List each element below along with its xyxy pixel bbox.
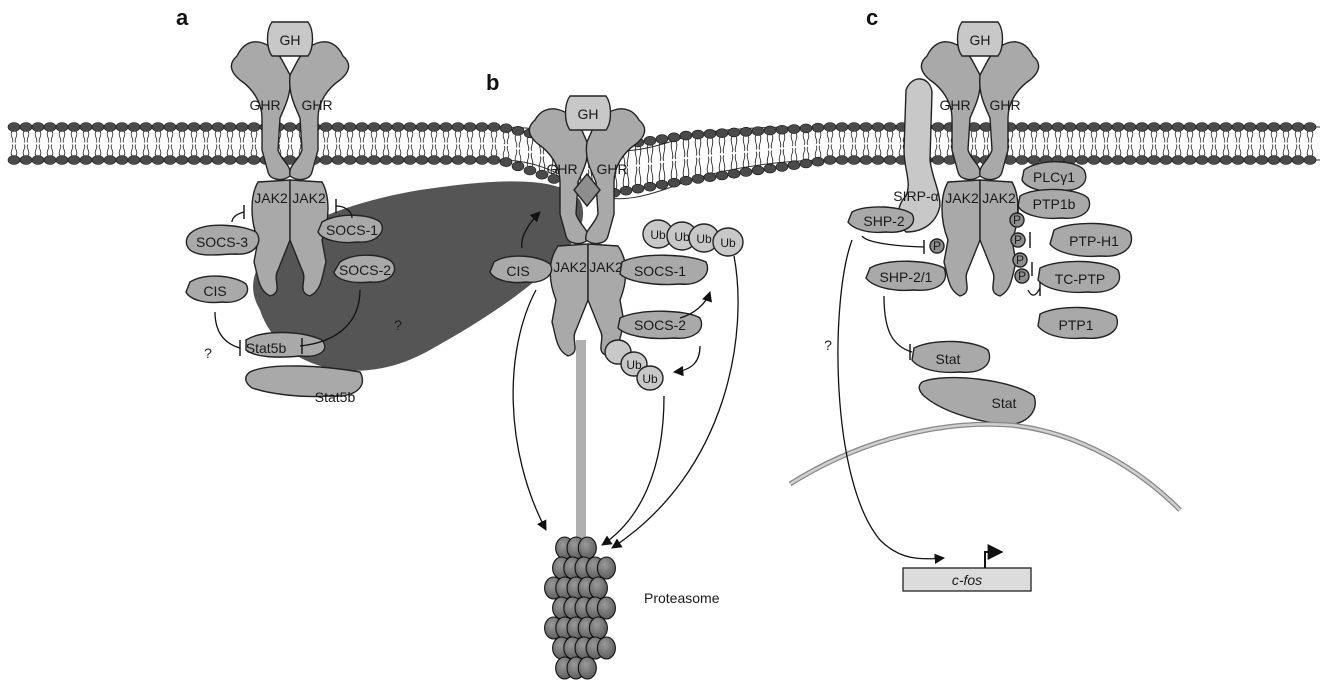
ghr-right-c-label: GHR: [989, 97, 1020, 113]
ub-1: Ub: [650, 228, 666, 242]
jak2-left-a-label: JAK2: [254, 190, 288, 206]
ghr-right-a-label: GHR: [301, 97, 332, 113]
ub-2: Ub: [674, 230, 690, 244]
gh-a-label: GH: [280, 32, 301, 48]
panel-a-label: a: [176, 5, 189, 30]
socs1-a-label: SOCS-1: [326, 222, 378, 238]
socs1-b-label: SOCS-1: [634, 263, 686, 279]
p-3: P: [1014, 233, 1022, 247]
cis-b-label: CIS: [506, 263, 529, 279]
ub-6: Ub: [642, 372, 658, 386]
stat-top-c-label: Stat: [936, 351, 961, 367]
ptp1b-label: PTP1b: [1033, 196, 1076, 212]
ubiquitin-chain-top: Ub Ub Ub Ub: [643, 220, 743, 256]
panel-b: b GH GHR GHR JAK2 JAK2 CIS SOCS-1 SOCS-2…: [486, 70, 743, 679]
proteasome-label: Proteasome: [644, 590, 720, 606]
stat-bottom-c: [919, 378, 1035, 425]
sirp-alpha: [899, 79, 941, 232]
jak2-right-b-label: JAK2: [589, 259, 623, 275]
ghr-right-b-label: GHR: [596, 161, 627, 177]
ghr-left-a-label: GHR: [249, 97, 280, 113]
ub-5: Ub: [626, 358, 642, 372]
socs3-a-label: SOCS-3: [196, 234, 248, 250]
arrow-socs1-proteasome: [612, 256, 738, 548]
stat-bottom-c-label: Stat: [992, 395, 1017, 411]
ptp1-label: PTP1: [1058, 317, 1093, 333]
question-a-left: ?: [204, 345, 212, 361]
p-5: P: [1018, 269, 1026, 283]
stat5b-bottom-a-label: Stat5b: [315, 389, 356, 405]
tc-ptp-label: TC-PTP: [1055, 271, 1106, 287]
inhibit-cis-stat-a: [215, 312, 240, 348]
ghr-left-c-label: GHR: [939, 97, 970, 113]
socs2-a-label: SOCS-2: [339, 262, 391, 278]
inhibit-socs3-a: [232, 212, 244, 222]
nuclear-envelope: [790, 424, 1180, 510]
arrow-socs2-proteasome: [602, 396, 664, 545]
ubiquitin-chain-bottom: Ub Ub: [605, 340, 663, 390]
socs2-b-label: SOCS-2: [634, 317, 686, 333]
jak2-right-a-label: JAK2: [292, 190, 326, 206]
cis-a-label: CIS: [203, 283, 226, 299]
shp2-label: SHP-2: [863, 213, 904, 229]
plc-gamma1-label: PLCγ1: [1033, 169, 1075, 185]
transcription-start-arrow: [985, 552, 1002, 568]
cell-membrane: [8, 123, 1320, 200]
question-c: ?: [824, 337, 832, 353]
jak2-left-b-label: JAK2: [553, 259, 587, 275]
panel-b-label: b: [486, 70, 499, 95]
jak2-right-c-label: JAK2: [982, 190, 1016, 206]
ub-4: Ub: [720, 236, 736, 250]
panel-c: c SIRP-α GH GHR GHR JAK2 JAK2 PLCγ1 PTP1…: [790, 5, 1180, 591]
p-2: P: [1013, 213, 1021, 227]
panel-c-label: c: [866, 5, 878, 30]
arrow-cis-proteasome: [513, 290, 546, 530]
ub-3: Ub: [696, 232, 712, 246]
panel-a: a GH GHR GHR JAK2 JAK2 SOCS-3 SOCS-1 SOC…: [176, 5, 583, 405]
gh-c-label: GH: [970, 32, 991, 48]
question-a-right: ?: [394, 317, 402, 333]
proteasome: [545, 537, 616, 679]
ghr-left-b-label: GHR: [546, 161, 577, 177]
jak2-left-c-label: JAK2: [945, 190, 979, 206]
p-4: P: [1016, 253, 1024, 267]
sirp-alpha-label: SIRP-α: [893, 188, 938, 204]
ptp-h1-label: PTP-H1: [1069, 233, 1119, 249]
stat5b-top-a-label: Stat5b: [246, 340, 287, 356]
degradation-shaft: [576, 340, 586, 550]
cfos-gene-label: c-fos: [952, 572, 982, 588]
p-1: P: [933, 239, 941, 253]
shp2-1-label: SHP-2/1: [880, 269, 933, 285]
gh-b-label: GH: [578, 106, 599, 122]
arrow-socs2-ub: [674, 346, 700, 372]
